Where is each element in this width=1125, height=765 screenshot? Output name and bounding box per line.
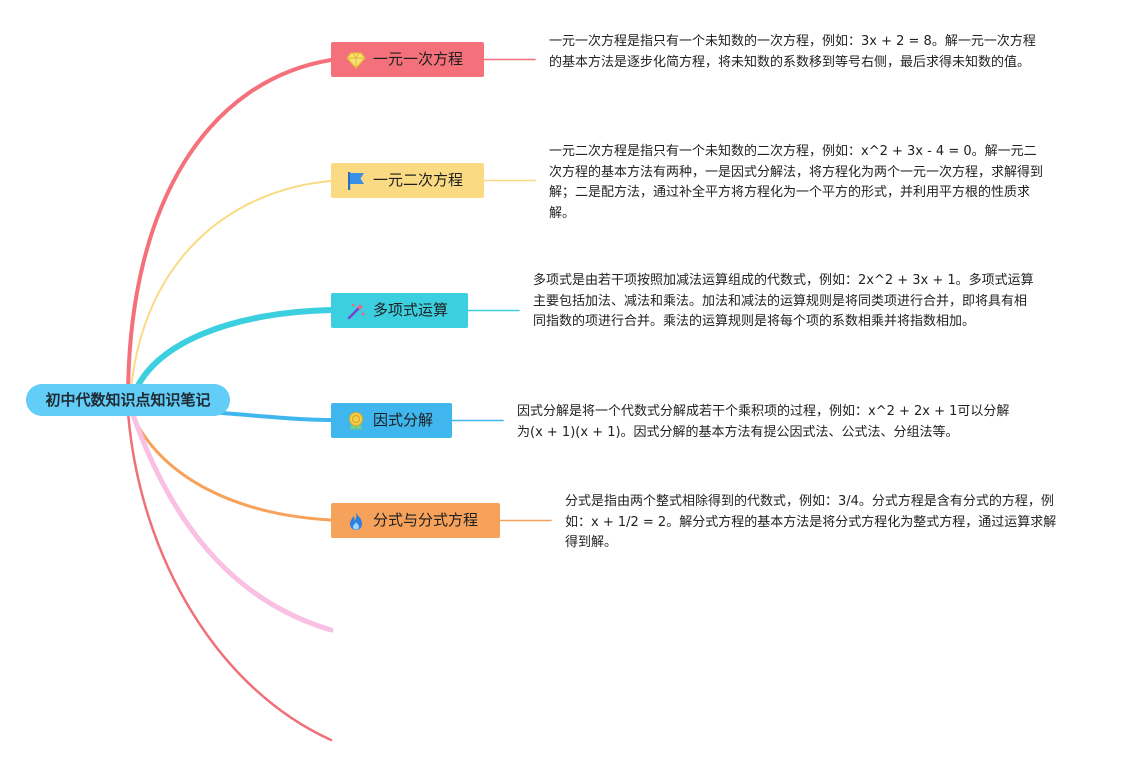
empty-branch-line: [126, 410, 333, 742]
root-node[interactable]: 初中代数知识点知识笔记: [26, 384, 230, 416]
topic-description: 一元一次方程是指只有一个未知数的一次方程，例如：3x + 2 = 8。解一元一次…: [549, 34, 1036, 70]
branch-line-polynomial-operations: [129, 307, 334, 403]
topic-description: 一元二次方程是指只有一个未知数的二次方程，例如：x^2 + 3x - 4 = 0…: [549, 144, 1044, 221]
magic-wand-icon: [347, 303, 365, 320]
topic-label: 一元二次方程: [373, 171, 464, 189]
topic-label: 因式分解: [373, 411, 434, 429]
topic-label: 多项式运算: [373, 301, 449, 319]
topic-label: 一元一次方程: [373, 50, 464, 68]
topic-description: 分式是指由两个整式相除得到的代数式，例如：3/4。分式方程是含有分式的方程，例如…: [565, 494, 1057, 550]
empty-branch-line: [129, 409, 334, 633]
topic-node-quadratic-equation[interactable]: 一元二次方程: [331, 163, 484, 198]
topic-description: 因式分解是将一个代数式分解成若干个乘积项的过程，例如：x^2 + 2x + 1可…: [517, 404, 1010, 440]
fire-icon: [350, 512, 362, 530]
diamond-icon: [346, 52, 366, 69]
award-icon: [349, 412, 363, 431]
branch-line-quadratic-equation: [129, 180, 332, 401]
branch-line-linear-equation: [126, 58, 333, 402]
topic-node-linear-equation[interactable]: 一元一次方程: [331, 42, 484, 77]
topic-node-factorization[interactable]: 因式分解: [331, 403, 452, 438]
flag-icon: [348, 172, 364, 190]
topic-label: 分式与分式方程: [373, 511, 479, 529]
topic-node-fractions[interactable]: 分式与分式方程: [331, 503, 500, 538]
branch-line-factorization: [208, 410, 333, 422]
topic-description: 多项式是由若干项按照加减法运算组成的代数式，例如：2x^2 + 3x + 1。多…: [533, 273, 1034, 329]
topic-node-polynomial-operations[interactable]: 多项式运算: [331, 293, 468, 328]
branch-line-fractions: [128, 408, 333, 522]
